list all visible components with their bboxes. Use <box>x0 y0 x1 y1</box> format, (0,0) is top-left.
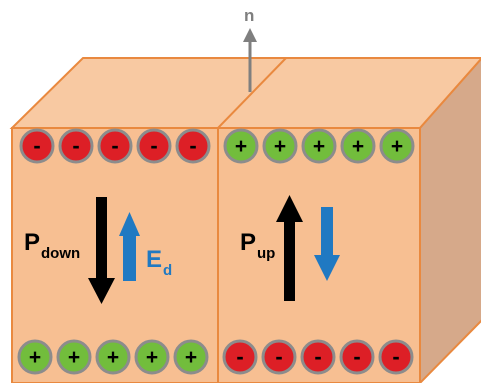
negative-charge: - <box>339 339 375 375</box>
svg-text:+: + <box>185 346 197 369</box>
positive-charge: + <box>173 339 209 375</box>
svg-text:+: + <box>313 135 325 158</box>
svg-text:-: - <box>236 344 243 369</box>
negative-charge: - <box>300 339 336 375</box>
domain-wall-top-edge <box>217 57 287 129</box>
svg-text:-: - <box>72 133 79 158</box>
normal-vector <box>243 28 257 92</box>
svg-text:+: + <box>235 135 247 158</box>
positive-charge: + <box>223 128 259 164</box>
e-depolarizing-arrow <box>123 236 136 281</box>
field-down-arrow <box>314 207 340 281</box>
positive-charge: + <box>262 128 298 164</box>
svg-text:+: + <box>146 346 158 369</box>
e-depolarizing-arrowhead <box>119 212 140 236</box>
svg-text:+: + <box>68 346 80 369</box>
svg-text:-: - <box>189 133 196 158</box>
svg-text:+: + <box>391 135 403 158</box>
p-up-subscript: up <box>257 245 276 262</box>
svg-text:-: - <box>111 133 118 158</box>
normal-label: n <box>244 6 255 25</box>
svg-text:-: - <box>33 133 40 158</box>
negative-charge: - <box>261 339 297 375</box>
p-down-subscript: down <box>41 245 81 262</box>
svg-text:+: + <box>29 346 41 369</box>
positive-charge: + <box>379 128 415 164</box>
negative-charge: - <box>97 128 133 164</box>
e-d-symbol: E <box>146 246 163 273</box>
svg-text:-: - <box>275 344 282 369</box>
p-up-label: Pup <box>240 229 275 262</box>
positive-charge: + <box>301 128 337 164</box>
svg-text:+: + <box>352 135 364 158</box>
block-top-face <box>9 57 481 129</box>
svg-text:-: - <box>150 133 157 158</box>
negative-charge: - <box>58 128 94 164</box>
e-d-subscript: d <box>163 262 173 279</box>
p-down-arrow <box>88 197 115 304</box>
svg-text:-: - <box>314 344 321 369</box>
e-d-label: Ed <box>146 246 172 279</box>
positive-charge: + <box>17 339 53 375</box>
positive-charge: + <box>340 128 376 164</box>
svg-text:+: + <box>107 346 119 369</box>
positive-charge: + <box>95 339 131 375</box>
negative-charge: - <box>175 128 211 164</box>
p-up-arrow <box>276 195 303 301</box>
p-down-symbol: P <box>24 229 41 256</box>
svg-text:-: - <box>392 344 399 369</box>
svg-text:-: - <box>353 344 360 369</box>
positive-charge: + <box>56 339 92 375</box>
negative-charge: - <box>19 128 55 164</box>
negative-charge: - <box>378 339 414 375</box>
p-up-symbol: P <box>240 229 257 256</box>
svg-text:+: + <box>274 135 286 158</box>
positive-charge: + <box>134 339 170 375</box>
negative-charge: - <box>222 339 258 375</box>
negative-charge: - <box>136 128 172 164</box>
p-down-label: Pdown <box>24 229 80 262</box>
